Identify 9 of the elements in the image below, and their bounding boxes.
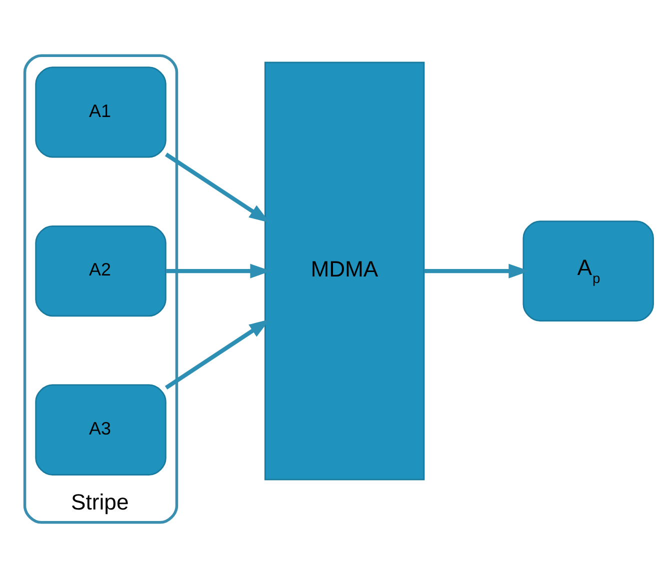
arrow — [166, 264, 271, 278]
arrow — [164, 319, 270, 390]
node-box: A1 — [35, 66, 166, 158]
node-box: MDMA — [264, 62, 425, 480]
arrow — [424, 264, 530, 278]
node-box: A3 — [35, 384, 166, 476]
arrow — [164, 152, 270, 223]
node-box: A2 — [35, 225, 166, 317]
node-box: A$_{p}$ — [522, 220, 654, 322]
